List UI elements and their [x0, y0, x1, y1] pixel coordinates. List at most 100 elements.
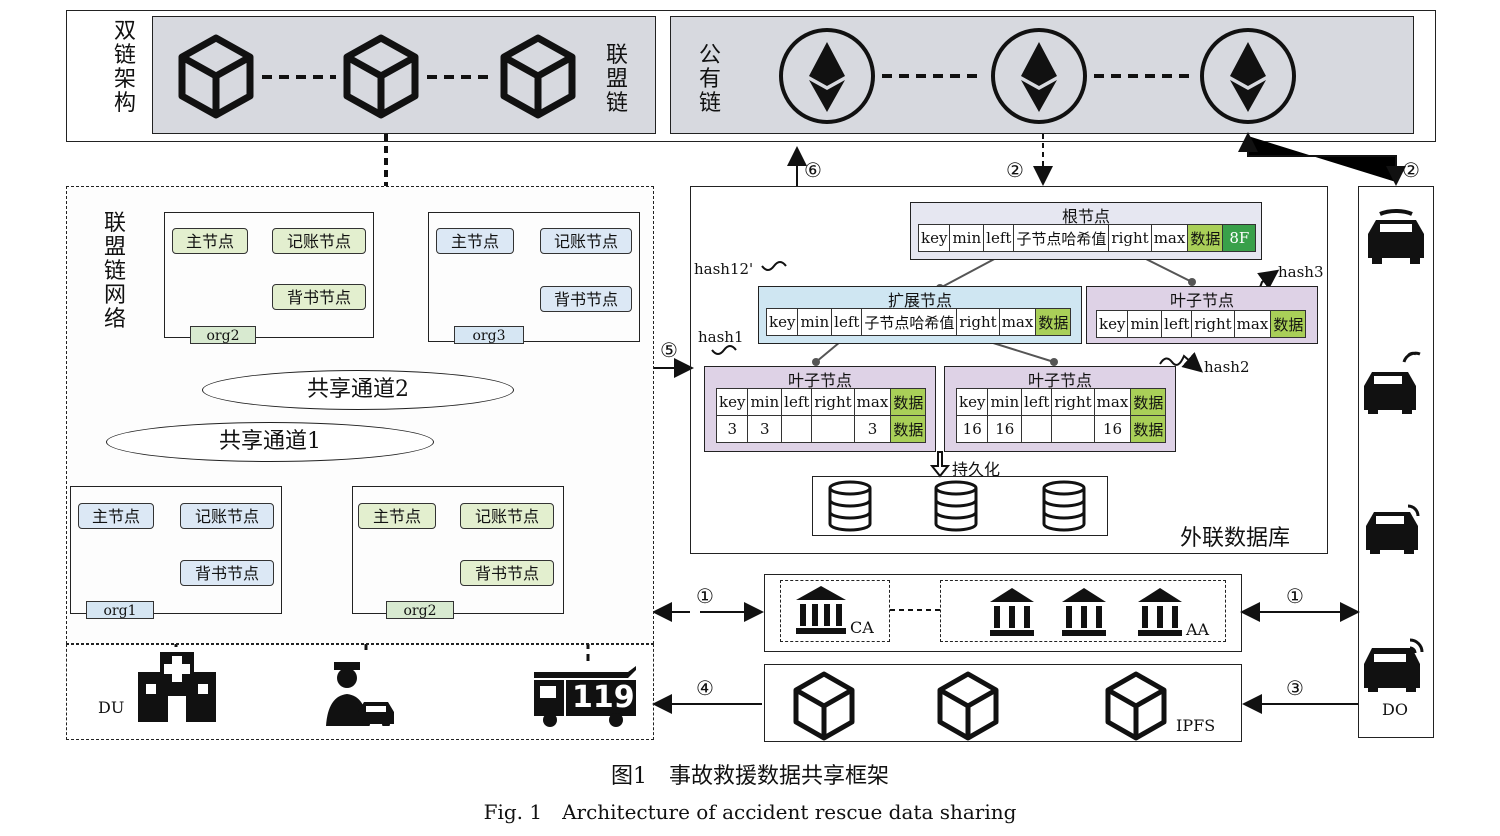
- cell: left: [983, 224, 1015, 252]
- block-cube-icon: [500, 34, 576, 119]
- master-node: 主节点: [358, 503, 436, 529]
- cell: left: [1021, 388, 1053, 416]
- database-icons: [828, 480, 1086, 532]
- cell: [1051, 415, 1095, 443]
- leaf-node-title: 叶子节点: [1169, 291, 1234, 310]
- ipfs-frame: [764, 664, 1242, 742]
- database-icon: [934, 480, 978, 532]
- cell: max: [1233, 310, 1272, 338]
- cell: max: [998, 308, 1037, 336]
- ethereum-icon: [991, 28, 1087, 124]
- cell: key: [955, 388, 989, 416]
- police-icon: [326, 662, 394, 726]
- step-5: ⑤: [660, 338, 678, 362]
- ipfs-cube-icon: [1105, 671, 1167, 741]
- bank-icon: [1138, 588, 1182, 636]
- bank-icon: [990, 588, 1034, 636]
- vehicle-icons: [1364, 208, 1424, 692]
- data-cell: 数据: [1130, 415, 1167, 443]
- cell: [781, 415, 813, 443]
- cell: min: [797, 308, 833, 336]
- block-cube-icon: [178, 34, 254, 119]
- cell: right: [956, 308, 1000, 336]
- connected-car-icon: [1366, 504, 1420, 554]
- step-1-left: ①: [696, 584, 714, 608]
- hash3-label: hash3: [1278, 263, 1324, 281]
- figure-caption-en: Fig. 1 Architecture of accident rescue d…: [483, 800, 1017, 824]
- step-6: ⑥: [804, 158, 822, 182]
- leaf-node-title: 叶子节点: [1027, 371, 1092, 390]
- step-4: ④: [696, 676, 714, 700]
- aa-bank-icons: [990, 588, 1182, 636]
- external-database-frame: [690, 186, 1328, 554]
- cell: key: [765, 308, 799, 336]
- persist-label: 持久化: [952, 460, 1001, 479]
- connected-car-icon: [1364, 351, 1421, 414]
- consortium-chain-label: 联盟链: [605, 43, 628, 116]
- extension-node-table: key min left 子节点哈希值 right max 数据: [765, 308, 1072, 336]
- data-cell: 数据: [1130, 388, 1167, 416]
- fire-truck-icon: [534, 666, 636, 727]
- endorse-node: 背书节点: [180, 560, 274, 586]
- endorse-node: 背书节点: [460, 560, 554, 586]
- cell: max: [1150, 224, 1189, 252]
- cell: left: [1161, 310, 1193, 338]
- database-icon: [1042, 480, 1086, 532]
- org-label: org3: [454, 326, 524, 344]
- connected-car-icon: [1368, 208, 1424, 264]
- cell: 16: [987, 415, 1023, 443]
- data-cell: 数据: [1270, 310, 1307, 338]
- cell: 16: [955, 415, 989, 443]
- figure-caption-cn: 图1 事故救援数据共享框架: [611, 764, 889, 789]
- hash2-label: hash2: [1204, 358, 1250, 376]
- dual-chain-label: 双链架构: [113, 19, 136, 116]
- fire-number: 119: [572, 680, 635, 715]
- cell: right: [811, 388, 855, 416]
- public-chain-blocks: [779, 28, 1296, 124]
- block-cube-icon: [343, 34, 419, 119]
- aa-frame: [940, 580, 1226, 642]
- extension-node-title: 扩展节点: [887, 291, 952, 310]
- master-node: 主节点: [436, 228, 514, 254]
- cell: 子节点哈希值: [861, 308, 958, 336]
- cell: 3: [747, 415, 783, 443]
- do-label: DO: [1382, 700, 1408, 719]
- leaf-node-title: 叶子节点: [787, 371, 852, 390]
- ca-frame: [780, 580, 890, 642]
- endorse-node: 背书节点: [540, 286, 632, 312]
- org-box: [164, 212, 374, 338]
- cell: key: [1095, 310, 1129, 338]
- cell: right: [1051, 388, 1095, 416]
- authority-frame: [764, 574, 1242, 652]
- cell: min: [747, 388, 783, 416]
- org-box: [352, 486, 564, 614]
- hash-value-cell: 8F: [1222, 224, 1257, 252]
- cell: 16: [1093, 415, 1132, 443]
- cell: min: [1127, 310, 1163, 338]
- leaf-node-table: key min left right max 数据 16 16 16 数据: [955, 388, 1167, 443]
- ipfs-label: IPFS: [1176, 716, 1216, 735]
- cell: max: [853, 388, 892, 416]
- ledger-node: 记账节点: [180, 503, 274, 529]
- root-node-title: 根节点: [1061, 207, 1110, 226]
- ca-label: CA: [850, 618, 874, 637]
- step-2: ②: [1006, 158, 1024, 182]
- cell: 3: [715, 415, 749, 443]
- cell: min: [949, 224, 985, 252]
- connected-car-icon: [1364, 638, 1424, 692]
- dual-chain-frame: [66, 10, 1436, 142]
- external-database-label: 外联数据库: [1180, 526, 1291, 551]
- org-box: [70, 486, 282, 614]
- cell: min: [987, 388, 1023, 416]
- database-icon: [828, 480, 872, 532]
- shared-channel-1: 共享通道1: [106, 422, 434, 462]
- cell: right: [1108, 224, 1152, 252]
- cell: key: [715, 388, 749, 416]
- leaf-node-table: key min left right max 数据: [1095, 310, 1307, 338]
- database-storage: [812, 476, 1108, 536]
- master-node: 主节点: [78, 503, 154, 529]
- hash12-label: hash12': [694, 260, 754, 278]
- root-node-table: key min left 子节点哈希值 right max 数据 8F: [917, 224, 1257, 252]
- step-3: ③: [1286, 676, 1304, 700]
- ipfs-cube-icon: [937, 671, 999, 741]
